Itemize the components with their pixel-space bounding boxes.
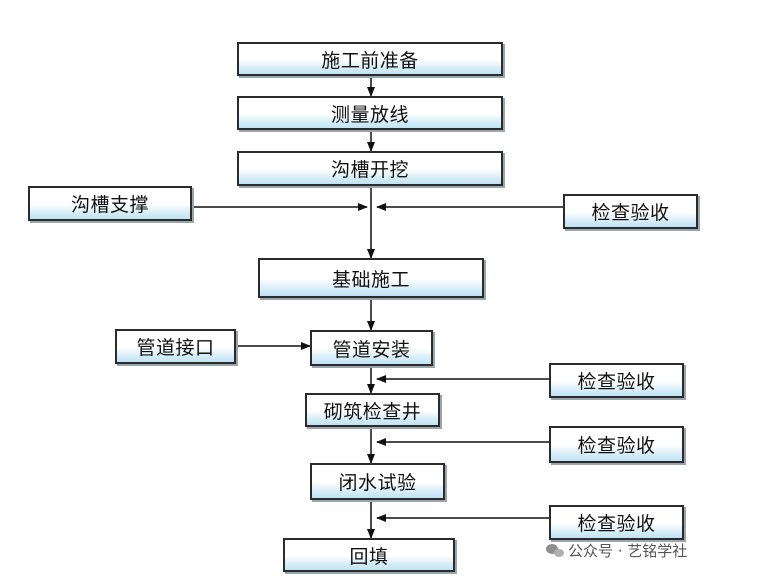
node-inspection-4: 检查验收 [549,505,684,540]
node-foundation: 基础施工 [258,258,484,298]
node-construction-prep: 施工前准备 [237,42,503,76]
watermark-text: 公众号 · 艺铭学社 [568,542,688,560]
node-trench-support: 沟槽支撑 [28,186,192,221]
node-survey-layout: 测量放线 [237,96,503,130]
node-trench-excavation: 沟槽开挖 [237,151,503,186]
node-backfill: 回填 [283,538,455,572]
node-manhole-masonry: 砌筑检查井 [305,393,440,427]
node-pipe-installation: 管道安装 [310,330,433,366]
watermark: 公众号 · 艺铭学社 [546,540,687,561]
node-inspection-1: 检查验收 [563,194,698,229]
node-inspection-3: 检查验收 [549,426,684,463]
node-pipe-joint: 管道接口 [115,329,236,364]
wechat-icon [546,543,564,558]
node-water-closure-test: 闭水试验 [310,463,445,500]
node-inspection-2: 检查验收 [549,363,684,398]
